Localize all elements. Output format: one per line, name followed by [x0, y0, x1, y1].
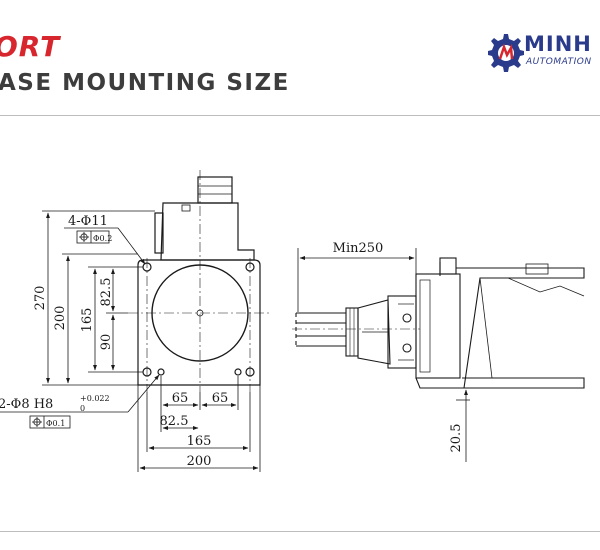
side-dims [297, 248, 478, 462]
pin-hole [157, 368, 165, 376]
connector-plate [387, 295, 417, 369]
dim-82-5-horizontal: 82.5 [160, 414, 189, 429]
base-plate [137, 259, 261, 386]
top-divider [0, 115, 600, 116]
hole-callout [64, 227, 146, 265]
dim-82-5-vertical: 82.5 [99, 278, 114, 307]
side-connector [154, 212, 164, 254]
pin-hole [234, 368, 242, 376]
dim-200-vertical: 200 [53, 306, 68, 331]
dim-90: 90 [99, 334, 114, 351]
front-vertical-dims [42, 210, 155, 386]
dim-200-horizontal: 200 [187, 454, 212, 469]
dim-65-right: 65 [212, 391, 229, 406]
dim-min250: Min250 [333, 241, 384, 256]
pin-callout [0, 374, 160, 429]
page-title: ORT [0, 30, 61, 63]
logo-name: MINH [524, 32, 592, 56]
side-view [295, 257, 585, 389]
dim-270: 270 [33, 286, 48, 311]
dim-65-left: 65 [172, 391, 189, 406]
pin-tolerance-upper: +0.022 [80, 394, 110, 403]
pin-tolerance-lower: 0 [80, 404, 85, 413]
base-side [415, 273, 461, 379]
pin-frame-tolerance: Φ0.1 [46, 419, 65, 428]
dim-20-5: 20.5 [449, 424, 464, 453]
dim-165-vertical: 165 [80, 308, 95, 333]
page-subtitle: ASE MOUNTING SIZE [0, 70, 290, 96]
pin-note: 2-Φ8 H8 [0, 397, 53, 412]
logo-tagline: AUTOMATION [526, 57, 592, 67]
gear-mark-icon [488, 34, 524, 72]
bottom-divider [0, 531, 600, 532]
brand-logo: MINH AUTOMATION [484, 30, 600, 76]
front-view [137, 176, 261, 386]
cable-connector [345, 307, 359, 357]
hole-tolerance: Φ0.2 [93, 234, 112, 243]
front-horizontal-dims [137, 376, 261, 472]
hole-note: 4-Φ11 [68, 214, 108, 229]
connector-housing [357, 299, 391, 365]
motor-top [197, 176, 233, 204]
centerlines [128, 170, 272, 392]
upper-body [160, 202, 255, 261]
dim-165-horizontal: 165 [187, 434, 212, 449]
